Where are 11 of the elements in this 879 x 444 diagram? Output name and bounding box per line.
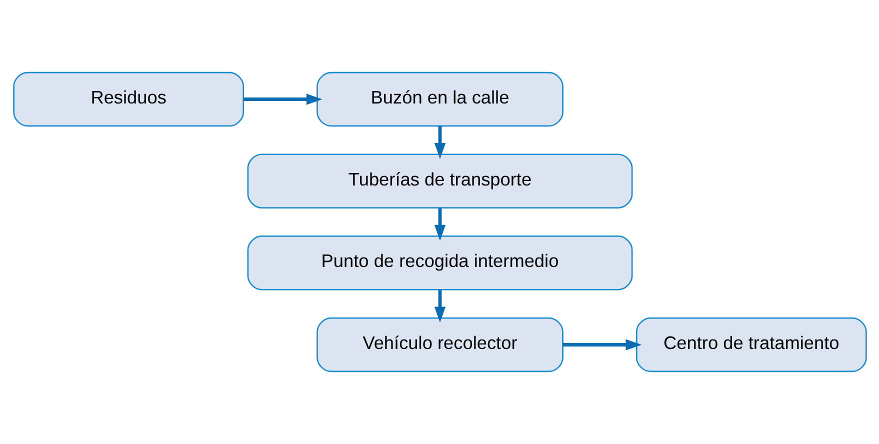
arrow xyxy=(562,339,642,350)
arrow xyxy=(434,290,446,323)
node-box: Centro de tratamiento xyxy=(635,317,866,372)
node-box: Residuos xyxy=(12,72,244,127)
node-box: Buzón en la calle xyxy=(316,72,563,127)
arrow xyxy=(434,208,446,241)
arrow xyxy=(243,94,322,105)
node-box: Vehículo recolector xyxy=(316,317,563,372)
node-box: Tuberías de transporte xyxy=(246,154,632,208)
node-box: Punto de recogida intermedio xyxy=(246,236,632,290)
arrow xyxy=(434,126,446,159)
